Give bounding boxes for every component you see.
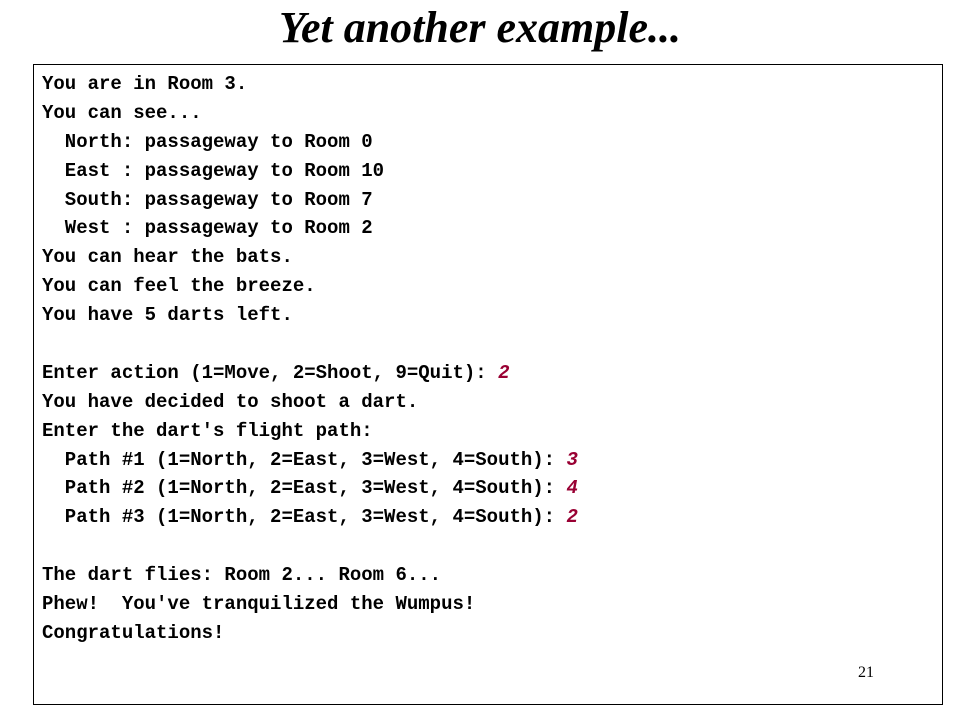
console-line-text: You have 5 darts left. bbox=[42, 304, 293, 327]
console-line: Phew! You've tranquilized the Wumpus! bbox=[42, 590, 578, 619]
console-line-text: You can see... bbox=[42, 101, 202, 124]
console-line: You are in Room 3. bbox=[42, 70, 578, 99]
slide-title: Yet another example... bbox=[278, 3, 682, 52]
console-line-text: East : passageway to Room 10 bbox=[42, 159, 385, 182]
console-line: East : passageway to Room 10 bbox=[42, 157, 578, 186]
console-line: The dart flies: Room 2... Room 6... bbox=[42, 561, 578, 590]
user-input-value: 3 bbox=[566, 448, 578, 471]
console-line-text: Enter action (1=Move, 2=Shoot, 9=Quit): bbox=[42, 361, 499, 384]
console-line: You can hear the bats. bbox=[42, 243, 578, 272]
console-line: North: passageway to Room 0 bbox=[42, 128, 578, 157]
user-input-value: 4 bbox=[566, 477, 578, 500]
console-line-text: West : passageway to Room 2 bbox=[42, 217, 373, 240]
console-transcript: You are in Room 3. You can see... North: … bbox=[42, 70, 578, 648]
console-line-text: South: passageway to Room 7 bbox=[42, 188, 373, 211]
console-line: Enter the dart's flight path: bbox=[42, 417, 578, 446]
console-line-text: Path #2 (1=North, 2=East, 3=West, 4=Sout… bbox=[42, 477, 567, 500]
console-line-text: You are in Room 3. bbox=[42, 73, 248, 95]
console-line: You can see... bbox=[42, 99, 578, 128]
console-line: You have decided to shoot a dart. bbox=[42, 388, 578, 417]
console-line-text: Congratulations! bbox=[42, 621, 225, 644]
console-line bbox=[42, 532, 578, 561]
console-line-text: Enter the dart's flight path: bbox=[42, 419, 373, 442]
page-number: 21 bbox=[858, 664, 874, 681]
console-line-text: Phew! You've tranquilized the Wumpus! bbox=[42, 593, 476, 616]
console-line-text: You can hear the bats. bbox=[42, 246, 293, 269]
console-line-text: North: passageway to Room 0 bbox=[42, 130, 373, 153]
console-line: Congratulations! bbox=[42, 619, 578, 648]
console-output-box: You are in Room 3. You can see... North: … bbox=[33, 64, 943, 705]
console-prompt-line: Path #3 (1=North, 2=East, 3=West, 4=Sout… bbox=[42, 503, 578, 532]
console-line bbox=[42, 330, 578, 359]
console-line-text: You have decided to shoot a dart. bbox=[42, 390, 419, 413]
user-input-value: 2 bbox=[566, 506, 578, 529]
user-input-value: 2 bbox=[498, 361, 510, 384]
console-line: South: passageway to Room 7 bbox=[42, 186, 578, 215]
console-prompt-line: Path #1 (1=North, 2=East, 3=West, 4=Sout… bbox=[42, 446, 578, 475]
console-prompt-line: Enter action (1=Move, 2=Shoot, 9=Quit): … bbox=[42, 359, 578, 388]
console-line-text: Path #1 (1=North, 2=East, 3=West, 4=Sout… bbox=[42, 448, 567, 471]
console-line-text: You can feel the breeze. bbox=[42, 275, 316, 298]
console-line-text: The dart flies: Room 2... Room 6... bbox=[42, 564, 442, 587]
console-line-text: Path #3 (1=North, 2=East, 3=West, 4=Sout… bbox=[42, 506, 567, 529]
console-line: You have 5 darts left. bbox=[42, 301, 578, 330]
console-line: You can feel the breeze. bbox=[42, 272, 578, 301]
console-line: West : passageway to Room 2 bbox=[42, 214, 578, 243]
console-prompt-line: Path #2 (1=North, 2=East, 3=West, 4=Sout… bbox=[42, 474, 578, 503]
